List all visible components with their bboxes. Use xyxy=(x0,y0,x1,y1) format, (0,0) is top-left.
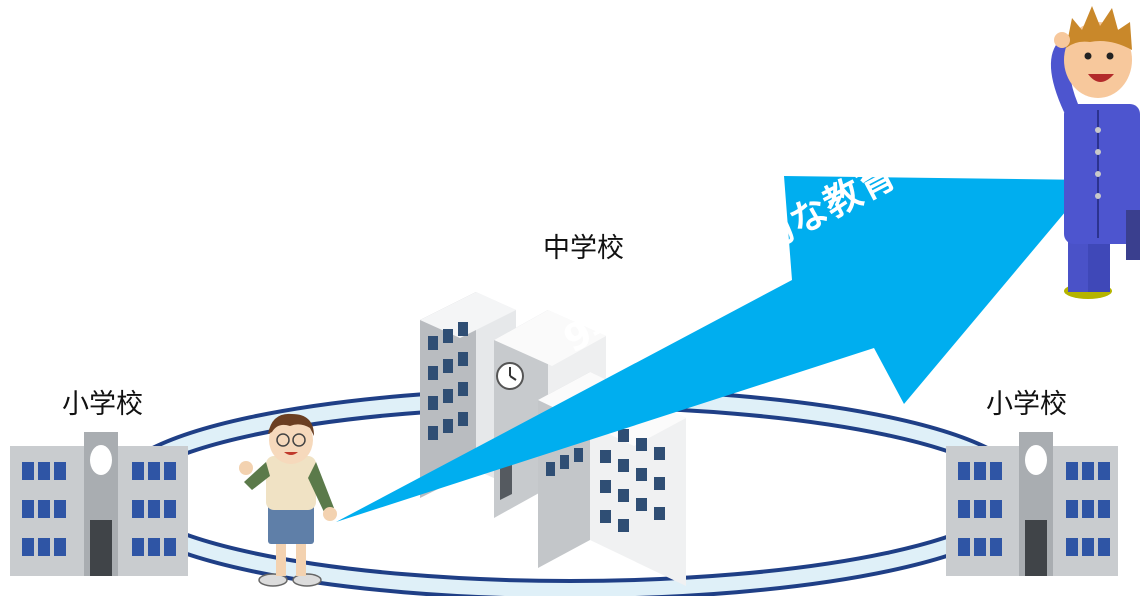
elementary-school-left-icon xyxy=(10,432,188,576)
child-student-icon xyxy=(239,413,337,587)
elementary-school-right-label: 小学校 xyxy=(986,389,1067,420)
middle-school-label: 中学校 xyxy=(543,233,624,264)
teen-student-icon xyxy=(1050,6,1140,299)
growth-arrow xyxy=(336,176,1092,522)
elementary-school-left-label: 小学校 xyxy=(62,389,143,420)
elementary-school-right-icon xyxy=(946,432,1118,576)
middle-school-icon xyxy=(420,292,686,586)
